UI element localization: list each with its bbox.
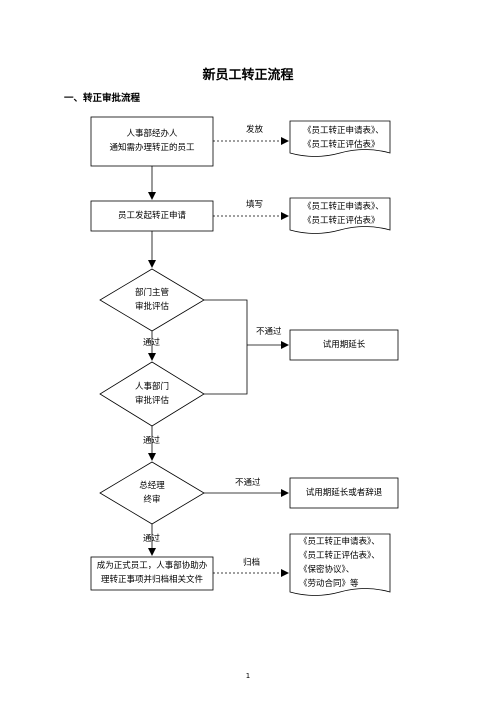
hr-review-line-2: 审批评估 <box>134 396 169 406</box>
final-line-2: 理转正事项并归档相关文件 <box>100 575 203 585</box>
extend-label: 试用期延长 <box>322 340 366 350</box>
doc1-line-2: 《员工转正评估表》 <box>303 140 380 150</box>
dept-review-label: 部门主管 审批评估 <box>100 286 204 314</box>
gm-review-line-2: 终审 <box>143 495 161 505</box>
doc2-label: 《员工转正申请表》、 《员工转正评估表》 <box>303 200 384 228</box>
doc2-line-2: 《员工转正评估表》 <box>303 216 380 226</box>
gm-review-line-1: 总经理 <box>139 481 165 491</box>
edge-label-pass-1: 通过 <box>143 338 161 348</box>
doc3-shape <box>289 533 391 596</box>
extend-or-quit-label: 试用期延长或者辞退 <box>305 488 383 498</box>
edge-label-archive: 归档 <box>243 558 261 568</box>
doc2-shape <box>289 197 391 234</box>
final-line-1: 成为正式员工，人事部协助办 <box>96 561 208 571</box>
doc3-line-2: 《员工转正评估表》、 <box>299 551 380 561</box>
extend-or-quit-box <box>289 477 399 509</box>
doc3-line-4: 《劳动合同》等 <box>299 579 359 589</box>
doc2-line-1: 《员工转正申请表》、 <box>303 202 384 212</box>
doc3-label: 《员工转正申请表》、 《员工转正评估表》、 《保密协议》、 《劳动合同》等 <box>299 535 380 591</box>
final-box <box>90 556 214 591</box>
dept-review-line-2: 审批评估 <box>134 302 169 312</box>
edge-dept-fail <box>204 299 248 395</box>
edge-label-fail-1: 不通过 <box>256 327 282 337</box>
gm-review-label: 总经理 终审 <box>100 479 204 507</box>
doc1-line-1: 《员工转正申请表》、 <box>303 126 384 136</box>
doc3-line-3: 《保密协议》、 <box>299 565 355 575</box>
hr-review-line-1: 人事部门 <box>134 382 169 392</box>
edge-label-pass-2: 通过 <box>143 436 161 446</box>
edge-label-fail-2: 不通过 <box>235 478 261 488</box>
notify-box <box>90 116 214 167</box>
edge-label-fill: 填写 <box>246 200 264 210</box>
edge-label-pass-3: 通过 <box>143 534 161 544</box>
final-label: 成为正式员工，人事部协助办 理转正事项并归档相关文件 <box>91 559 213 587</box>
extend-box <box>289 329 399 361</box>
page-number: 1 <box>245 672 251 680</box>
dept-review-line-1: 部门主管 <box>134 288 169 298</box>
page-title: 新员工转正流程 <box>202 68 294 83</box>
doc1-shape <box>289 120 391 157</box>
hr-review-label: 人事部门 审批评估 <box>100 380 204 408</box>
notify-line-2: 通知需办理转正的员工 <box>109 143 195 153</box>
notify-line-1: 人事部经办人 <box>126 129 178 139</box>
apply-box <box>90 200 214 232</box>
doc1-label: 《员工转正申请表》、 《员工转正评估表》 <box>303 124 384 152</box>
doc3-line-1: 《员工转正申请表》、 <box>299 537 380 547</box>
notify-label: 人事部经办人 通知需办理转正的员工 <box>91 127 213 155</box>
section-heading: 一、转正审批流程 <box>64 93 141 104</box>
apply-label: 员工发起转正申请 <box>117 211 186 221</box>
edge-label-issue: 发放 <box>246 125 264 135</box>
